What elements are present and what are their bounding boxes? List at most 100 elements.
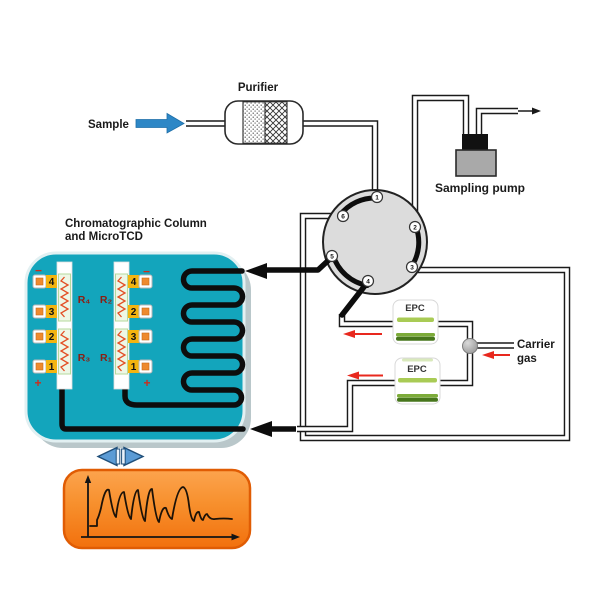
port-circle [325,249,339,263]
epc-lower-label: EPC [407,364,427,375]
port-circle [408,220,422,234]
pad-number: 2 [131,307,137,318]
port-circle [405,260,419,274]
pad-contact-icon [35,307,44,316]
sample-loop-tube-core [301,214,569,440]
epc-upper-label: EPC [405,303,425,314]
pad-number-tile [46,360,57,373]
connector-bar-left [115,448,121,465]
sample-inlet-tube-core [186,121,377,194]
exhaust-arrow [518,107,541,115]
pad-contact-icon [141,362,150,371]
epc-upper-bar-mid [396,333,435,337]
valve-body [322,189,428,295]
upper-flow-arrowhead-icon [343,330,355,338]
pad-left-3: 3 [32,304,57,319]
tcd-left-strip [56,261,73,390]
pad-right-4: 4 [128,274,153,289]
connector-bar-right [121,448,126,465]
port-circle [370,190,384,204]
purifier-label: Purifier [238,82,279,94]
port4-carrier-line [339,280,370,318]
y-axis-arrowhead-icon [84,475,92,483]
signal-connector-icon [96,446,145,467]
pad-number: 1 [49,362,55,373]
pad-contact-icon [141,307,150,316]
valve-ports: 1 2 3 4 5 6 [325,190,422,288]
port-number: 4 [366,278,370,285]
pad-number: 3 [49,307,55,318]
port-circle [336,209,350,223]
sample-arrow-icon [135,112,185,134]
pad-number: 2 [49,332,55,343]
resistor-r1-body [115,328,128,375]
exhaust-tube-core [477,109,518,136]
rotary-valve [322,189,428,295]
lower-flow-arrowhead-icon [347,371,359,380]
carrier-flow-arrowhead-icon [482,351,494,359]
resistor-label-r4: R₄ [78,294,91,306]
lower-epc-tube-core [297,350,472,431]
resistor-label-r1: R₁ [100,352,112,364]
resistor-label-r2: R₂ [100,294,113,306]
thick-feed-lines [245,254,370,437]
pad-number-tile [128,275,139,288]
exhaust-tube-outer [475,107,518,136]
carrier-gas-label-line2: gas [517,353,537,365]
pad-left-4: 4 [32,274,57,289]
tcd-column-block: R₄ R₂ R₃ R₁ 4 3 2 [24,251,251,448]
tcd-right-strip [113,261,130,390]
epc-upper-bar-light [397,317,434,322]
sample-label: Sample [88,119,129,131]
pad-left-2: 2 [32,329,57,344]
valve-port-6: 6 [336,209,350,223]
sampling-pump [455,134,497,177]
resistor-r3-body [58,328,71,375]
pad-contact-icon [141,332,150,341]
pad-contact-icon [141,277,150,286]
right-plus-sign: + [143,376,150,390]
epc-lower-bar-mid [397,394,438,398]
tcd-right-pads: 4 2 3 1 − + [128,265,153,390]
x-axis-arrowhead-icon [231,533,240,541]
epc-upper-bar-dark [396,336,435,341]
port-number: 2 [413,224,417,231]
left-minus-sign: − [35,264,42,278]
pad-number: 4 [49,277,55,288]
valve-port-3: 3 [405,260,419,274]
pad-right-1: 1 [128,359,153,374]
left-plus-sign: + [34,376,41,390]
valve-port-4: 4 [361,274,375,288]
pad-number: 4 [131,277,137,288]
chromatogram-panel [62,468,252,550]
carrier-tee-junction [462,338,478,354]
pad-number: 1 [131,362,137,373]
right-minus-sign: − [143,265,150,279]
port-circle [361,274,375,288]
column-inlet-arrowhead-icon [245,263,267,279]
reference-channel-line [59,386,246,432]
flow-arrows [343,330,510,380]
resistor-label-r3: R₃ [78,352,91,364]
pump-head [462,134,488,151]
tcd-left-pads: 4 3 2 1 − + [32,264,57,390]
exhaust-arrowhead-icon [532,107,541,115]
pad-contact-icon [35,277,44,286]
tcd-box [24,251,246,443]
lower-epc-tube-outer [297,350,474,433]
sampling-pump-label: Sampling pump [435,181,525,195]
valve-port-5: 5 [325,249,339,263]
pump-tube-core [413,96,468,224]
column-title-line2: and MicroTCD [65,231,143,243]
column-title-line1: Chromatographic Column [65,218,207,230]
pad-left-1: 1 [32,359,57,374]
pad-number-tile [128,360,139,373]
chromatogram-signal [89,486,233,527]
purifier-dotted-media-icon [242,101,266,144]
pad-number-tile [128,305,139,318]
port-number: 6 [341,213,345,220]
epc-lower-bar-light [398,378,437,383]
pad-number: 3 [131,332,137,343]
